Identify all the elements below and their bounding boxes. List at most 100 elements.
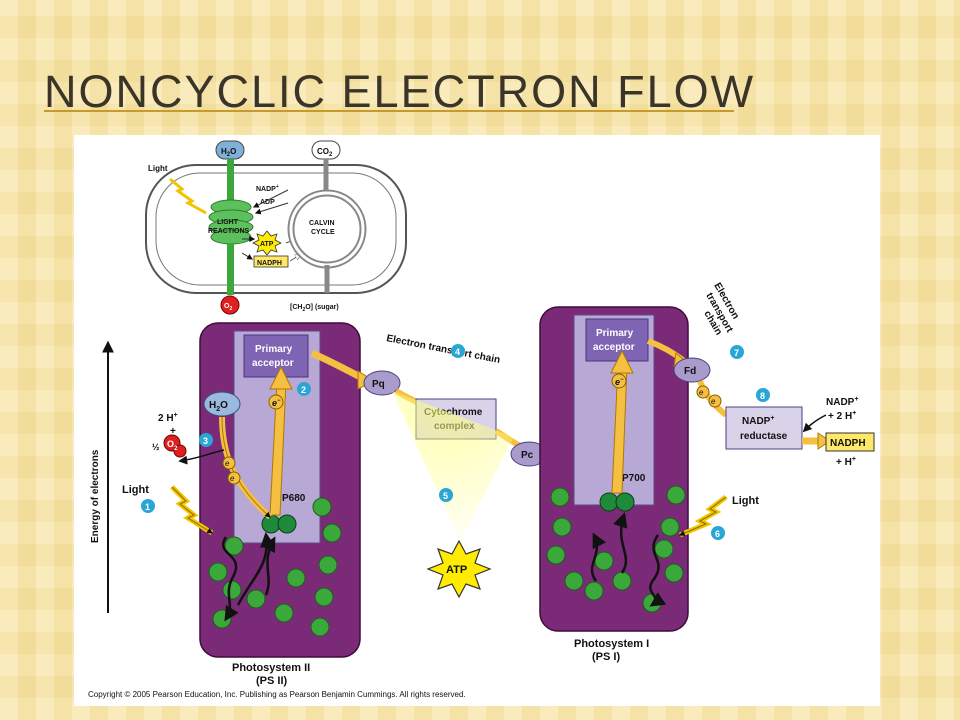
p680-pigment-b <box>277 514 297 534</box>
cytochrome-line1: Cytochrome <box>424 407 483 418</box>
psi-label-line2: (PS I) <box>592 651 620 663</box>
p700-pigment-b <box>615 492 635 512</box>
diagram-figure: H2O CO2 Light LIGHT REACTIONS O2 NADP+ A… <box>74 135 880 706</box>
inset-atp-burst <box>252 230 282 256</box>
psi-primary-acceptor-line1: Primary <box>596 328 634 339</box>
psi-label-line1: Photosystem I <box>574 638 649 650</box>
pq-carrier <box>363 370 401 396</box>
inset-nadph-arrow <box>241 252 254 260</box>
inset-light-label: Light <box>148 164 168 173</box>
protons-released-label: 2 H+ <box>158 412 178 424</box>
svg-text:6: 6 <box>715 529 720 539</box>
step-badge-7: 7 <box>730 345 744 359</box>
psii-label-line1: Photosystem II <box>232 662 310 674</box>
psi-electron-label: e− <box>615 377 624 387</box>
inset-atp-label: ATP <box>260 241 274 248</box>
photosystem-i: Primary acceptor P700 e− <box>539 306 689 632</box>
fd-electron-label-2: e <box>711 397 716 406</box>
inset-o2-node <box>220 295 240 315</box>
light-bolt-right-outline <box>678 496 727 536</box>
psi-energy-transfer-1 <box>649 534 667 607</box>
psi-chlorophylls <box>546 485 686 613</box>
svg-text:4: 4 <box>455 347 460 357</box>
step-badge-4: 4 <box>451 344 465 358</box>
nadp-input-line2: + 2 H+ <box>828 410 856 422</box>
atp-burst <box>426 539 492 599</box>
inset-o2-label: O2 <box>224 303 232 312</box>
nadp-input-arrow <box>802 414 827 433</box>
etc-label: Electron transport chain <box>385 333 501 366</box>
inset-calvin-line2: CYCLE <box>311 229 335 236</box>
nadp-reductase-box <box>725 406 803 450</box>
svg-text:7: 7 <box>734 348 739 358</box>
p700-label: P700 <box>622 473 646 484</box>
psii-electron-label: e− <box>272 398 281 408</box>
photosystem-ii: Primary acceptor P680 e− <box>178 322 361 658</box>
p700-pigment-a <box>599 492 619 512</box>
inset-co2-label: CO2 <box>317 147 333 158</box>
nadp-reductase-line1: NADP+ <box>742 415 774 427</box>
psii-primary-acceptor-line1: Primary <box>255 344 293 355</box>
inset-light-reactions-line1: LIGHT <box>217 219 239 226</box>
step-badges: 1 2 3 4 5 6 7 8 <box>141 344 770 540</box>
inset-nadp-label: NADP+ <box>256 184 279 193</box>
psii-electron-excitation-head <box>269 365 293 390</box>
svg-text:2: 2 <box>301 385 306 395</box>
inset-o2-arrow <box>227 243 234 295</box>
inset-nadph-label: NADPH <box>257 260 282 267</box>
inset-nadph-box <box>253 255 289 268</box>
inset-light-reactions <box>208 199 254 245</box>
p680-label: P680 <box>282 493 306 504</box>
nadph-product-label: NADPH <box>830 438 866 449</box>
psi-electron-token <box>611 373 627 389</box>
water-electron-path-outline <box>221 416 271 518</box>
svg-text:1: 1 <box>145 502 150 512</box>
inset-sugar-label: [CH2O] (sugar) <box>290 304 339 313</box>
atp-label: ATP <box>446 564 467 576</box>
inset-light-reactions-line2: REACTIONS <box>208 228 250 235</box>
water-electron-token-2 <box>227 471 241 485</box>
svg-text:8: 8 <box>760 391 765 401</box>
chloroplast-inset: H2O CO2 Light LIGHT REACTIONS O2 NADP+ A… <box>145 140 407 315</box>
p680-pigment-a <box>261 514 281 534</box>
water-electron-label-1: e <box>225 459 230 468</box>
fd-electron-token-1 <box>696 385 710 399</box>
svg-text:3: 3 <box>203 436 208 446</box>
fd-electron-label-1: e <box>699 388 704 397</box>
light-label-left: Light <box>122 484 149 496</box>
psii-energy-transfer-3 <box>261 536 276 596</box>
inset-light-bolt <box>169 177 207 215</box>
inset-nadp-arrow <box>252 189 289 208</box>
psi-energy-transfer-2 <box>613 512 628 574</box>
water-electron-label-2: e <box>230 474 235 483</box>
light-label-right: Light <box>732 495 759 507</box>
half-label: ½ <box>152 442 160 452</box>
nadp-input-line1: NADP+ <box>826 396 858 408</box>
oxygen-release-arrow <box>178 449 225 465</box>
water-label: H2O <box>209 400 228 413</box>
fd-label: Fd <box>684 366 696 377</box>
inset-water-arrow <box>227 159 234 203</box>
psii-primary-acceptor-line2: acceptor <box>252 358 294 369</box>
protons-plus-join: + <box>170 426 176 437</box>
reductase-to-nadph-head <box>817 432 831 450</box>
title-divider <box>44 110 734 112</box>
step-badge-1: 1 <box>141 499 155 513</box>
psi-primary-acceptor-line2: acceptor <box>593 342 635 353</box>
step-badge-5: 5 <box>439 488 453 502</box>
inset-calvin-line1: CALVIN <box>309 220 335 227</box>
inset-adp-arrow <box>254 202 289 215</box>
oxygen-label: O2 <box>167 439 178 452</box>
psii-electron-token <box>268 394 284 410</box>
svg-text:5: 5 <box>443 491 448 501</box>
nadph-product-box <box>825 432 875 452</box>
atp-energy-cone <box>392 391 514 541</box>
nadp-reductase-line2: reductase <box>740 431 788 442</box>
step-badge-6: 6 <box>711 526 725 540</box>
light-bolt-left-outline <box>171 486 214 534</box>
fd-electron-token-2 <box>708 394 722 408</box>
psii-chlorophylls <box>208 497 342 637</box>
psi-primary-acceptor-box <box>585 318 649 362</box>
pq-label: Pq <box>372 379 385 390</box>
copyright-notice: Copyright © 2005 Pearson Education, Inc.… <box>88 690 466 699</box>
